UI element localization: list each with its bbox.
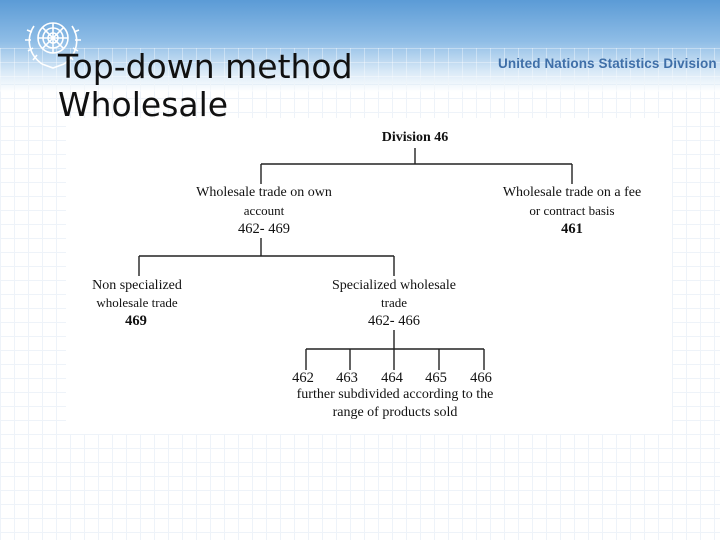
slide-title-line-1: Top-down method bbox=[58, 47, 353, 86]
node-non-specialized-code: 469 bbox=[125, 313, 147, 329]
leaf-code-462: 462 bbox=[292, 370, 314, 386]
organization-name: United Nations Statistics Division bbox=[498, 56, 717, 71]
node-division-46: Division 46 bbox=[381, 130, 449, 145]
leaf-code-464: 464 bbox=[381, 370, 403, 386]
node-fee-contract-code: 461 bbox=[561, 221, 583, 237]
node-non-specialized-label-2: wholesale trade bbox=[96, 295, 178, 310]
node-own-account-code: 462- 469 bbox=[238, 221, 290, 237]
node-fee-contract-label-2: or contract basis bbox=[529, 203, 615, 218]
node-own-account-label: Wholesale trade on own bbox=[196, 185, 332, 200]
node-fee-contract-label: Wholesale trade on a fee bbox=[502, 185, 642, 200]
leaf-note-line-1: further subdivided according to the bbox=[296, 387, 494, 402]
header-band bbox=[0, 0, 720, 92]
leaf-code-466: 466 bbox=[470, 370, 492, 386]
node-specialized-label-2: trade bbox=[381, 295, 407, 310]
slide-title-line-2: Wholesale bbox=[58, 85, 229, 124]
node-specialized-label: Specialized wholesale bbox=[331, 278, 456, 293]
node-specialized-code: 462- 466 bbox=[368, 313, 420, 329]
leaf-note-line-2: range of products sold bbox=[332, 405, 458, 420]
un-emblem-icon bbox=[25, 22, 81, 69]
node-non-specialized-label: Non specialized bbox=[92, 278, 182, 293]
leaf-code-463: 463 bbox=[336, 370, 358, 386]
node-own-account-label-2: account bbox=[243, 203, 285, 218]
slide-title: Top-down method Wholesale bbox=[58, 48, 353, 124]
leaf-code-465: 465 bbox=[425, 370, 447, 386]
diagram-panel bbox=[66, 118, 672, 434]
